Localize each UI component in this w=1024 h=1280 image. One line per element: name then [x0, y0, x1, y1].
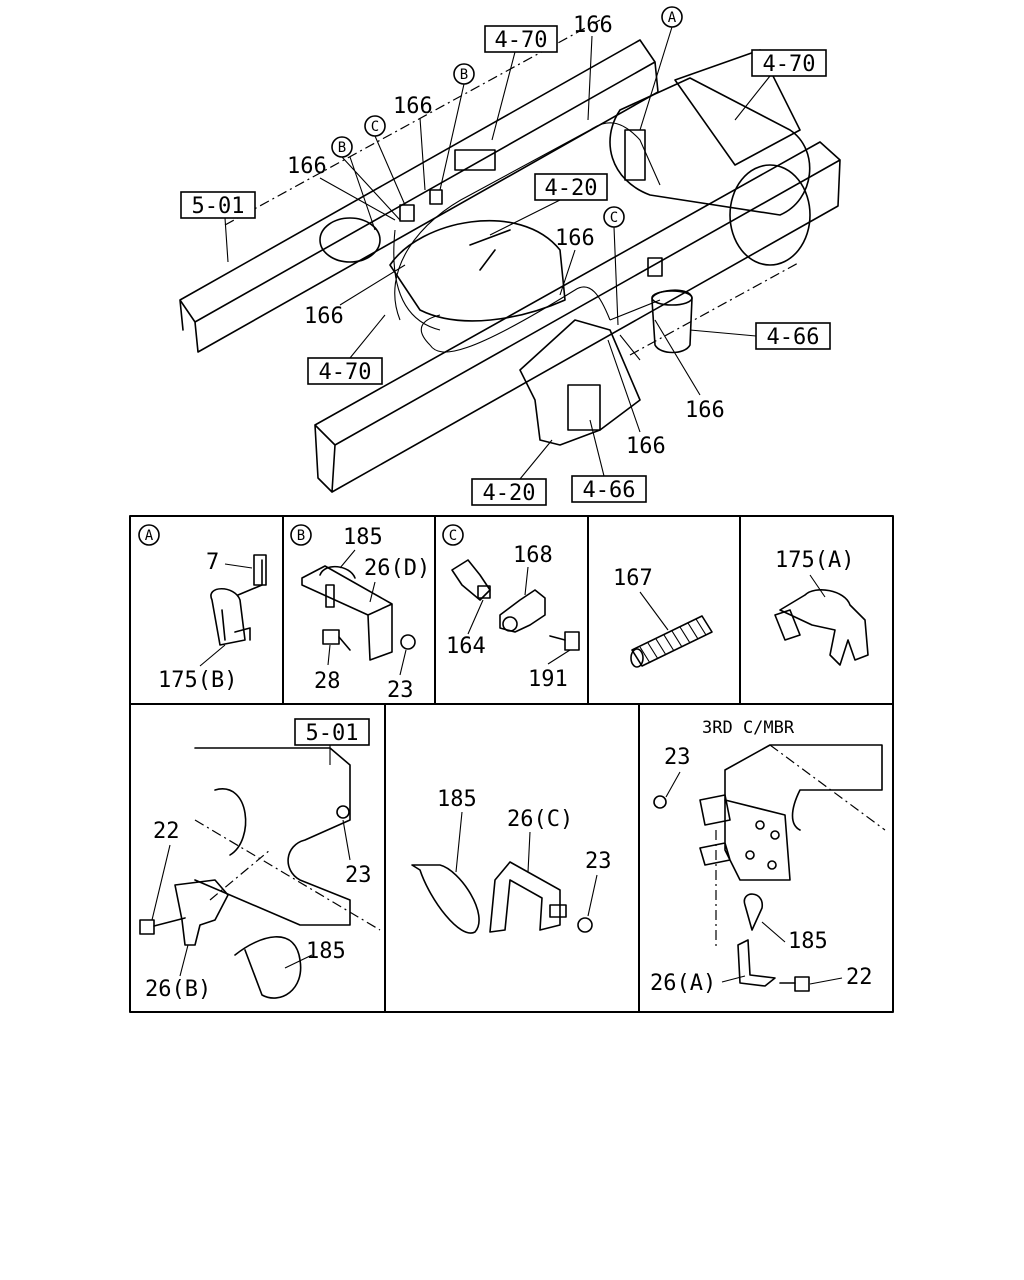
- bracket-26c: [489, 861, 561, 933]
- circle-marker-c[interactable]: C: [364, 115, 386, 137]
- svg-text:4-20: 4-20: [545, 176, 598, 201]
- detail-175a: 175(A): [774, 548, 869, 666]
- svg-text:23[interactable]: 23: [585, 849, 612, 874]
- valve-assembly: [519, 319, 641, 446]
- svg-text:26(A)[interactable]: 26(A): [650, 971, 716, 996]
- svg-text:22[interactable]: 22: [846, 965, 873, 990]
- svg-text:28[interactable]: 28: [314, 669, 341, 694]
- hose-167: [630, 615, 713, 668]
- svg-text:26(D)[interactable]: 26(D): [364, 556, 430, 581]
- svg-text:B: B: [338, 140, 346, 156]
- svg-text:168[interactable]: 168: [513, 543, 553, 568]
- ref-box[interactable]: 4-20: [471, 478, 547, 506]
- cross-member: [389, 219, 566, 322]
- part-label[interactable]: 166: [304, 304, 344, 329]
- svg-text:4-70: 4-70: [763, 52, 816, 77]
- ref-box[interactable]: 4-66: [755, 322, 831, 350]
- ref-box[interactable]: 5-01: [294, 718, 370, 746]
- circle-marker-c[interactable]: C: [603, 206, 625, 228]
- svg-text:4-70: 4-70: [319, 360, 372, 385]
- bracket-26d: [301, 565, 393, 661]
- part-label[interactable]: 166: [287, 154, 327, 179]
- svg-text:191[interactable]: 191: [528, 667, 568, 692]
- svg-text:167[interactable]: 167: [613, 566, 653, 591]
- detail-frame: 5-01 22 23 185 26(B): [139, 718, 381, 1002]
- tie-185: [234, 936, 302, 999]
- svg-text:185[interactable]: 185: [788, 929, 828, 954]
- part-label[interactable]: 166: [626, 434, 666, 459]
- crossmember-title: 3RD C/MBR: [702, 718, 795, 738]
- air-pipe: [420, 286, 611, 353]
- svg-text:175(A)[interactable]: 175(A): [775, 548, 854, 573]
- circle-marker-b[interactable]: B: [331, 136, 353, 158]
- svg-text:C: C: [449, 528, 457, 544]
- right-frame-rail: [314, 141, 841, 493]
- svg-text:4-66: 4-66: [767, 325, 820, 350]
- svg-text:26(C)[interactable]: 26(C): [507, 807, 573, 832]
- ref-box[interactable]: 4-70: [307, 357, 383, 385]
- svg-text:B: B: [297, 528, 305, 544]
- tie-185: [743, 893, 763, 931]
- detail-crossmember: 3RD C/MBR 23 185 26(A) 22: [650, 718, 886, 996]
- svg-text:185[interactable]: 185: [343, 525, 383, 550]
- svg-text:4-70: 4-70: [495, 28, 548, 53]
- svg-text:164[interactable]: 164: [446, 634, 486, 659]
- part-label[interactable]: 166: [393, 94, 433, 119]
- svg-text:7[interactable]: 7: [206, 550, 219, 575]
- part-label[interactable]: 166: [555, 226, 595, 251]
- main-assembly: 4-70 4-70 5-01 4-20 4-70 4-66 4-20 4-66: [179, 6, 841, 506]
- svg-text:C: C: [371, 119, 379, 135]
- svg-text:185[interactable]: 185: [306, 939, 346, 964]
- tee-168: [499, 589, 546, 633]
- crossmember-plate: [699, 794, 791, 881]
- svg-text:A: A: [145, 528, 154, 544]
- rear-tank: [609, 77, 811, 216]
- svg-text:175(B)[interactable]: 175(B): [158, 668, 237, 693]
- detail-grid: [129, 515, 894, 1013]
- svg-text:185[interactable]: 185: [437, 787, 477, 812]
- detail-167: 167: [613, 566, 713, 668]
- elbow-164: [451, 559, 491, 601]
- tie-185: [411, 864, 480, 934]
- ref-box[interactable]: 5-01: [180, 191, 256, 219]
- circle-marker-a[interactable]: A: [661, 6, 683, 28]
- ref-box[interactable]: 4-66: [571, 475, 647, 503]
- detail-a-marker: A: [138, 524, 160, 546]
- detail-b: B 185 26(D) 28 23: [290, 524, 430, 703]
- svg-text:5-01: 5-01: [192, 194, 245, 219]
- detail-c: C 168 164 191: [442, 524, 580, 692]
- ref-box[interactable]: 4-70: [751, 49, 827, 77]
- svg-text:23[interactable]: 23: [664, 745, 691, 770]
- bracket-26b: [174, 879, 229, 946]
- svg-text:5-01: 5-01: [306, 721, 359, 746]
- clamp-175b: [210, 587, 246, 646]
- detail-c-marker: C: [442, 524, 464, 546]
- bracket-26a: [737, 939, 776, 987]
- svg-text:4-20: 4-20: [483, 481, 536, 506]
- detail-b-marker: B: [290, 524, 312, 546]
- svg-text:26(B)[interactable]: 26(B): [145, 977, 211, 1002]
- svg-text:23[interactable]: 23: [387, 678, 414, 703]
- ref-box[interactable]: 4-20: [534, 173, 608, 201]
- svg-text:22[interactable]: 22: [153, 819, 180, 844]
- ref-box[interactable]: 4-70: [484, 25, 558, 53]
- detail-a: A 7 175(B): [138, 524, 267, 693]
- clamp-175a: [779, 589, 869, 666]
- part-label[interactable]: 166: [573, 13, 613, 38]
- part-label[interactable]: 166: [685, 398, 725, 423]
- svg-text:23[interactable]: 23: [345, 863, 372, 888]
- circle-marker-b[interactable]: B: [453, 63, 475, 85]
- svg-text:A: A: [668, 10, 677, 26]
- svg-text:B: B: [460, 67, 468, 83]
- detail-clip: 185 26(C) 23: [411, 787, 612, 934]
- svg-text:C: C: [610, 210, 618, 226]
- svg-text:4-66: 4-66: [583, 478, 636, 503]
